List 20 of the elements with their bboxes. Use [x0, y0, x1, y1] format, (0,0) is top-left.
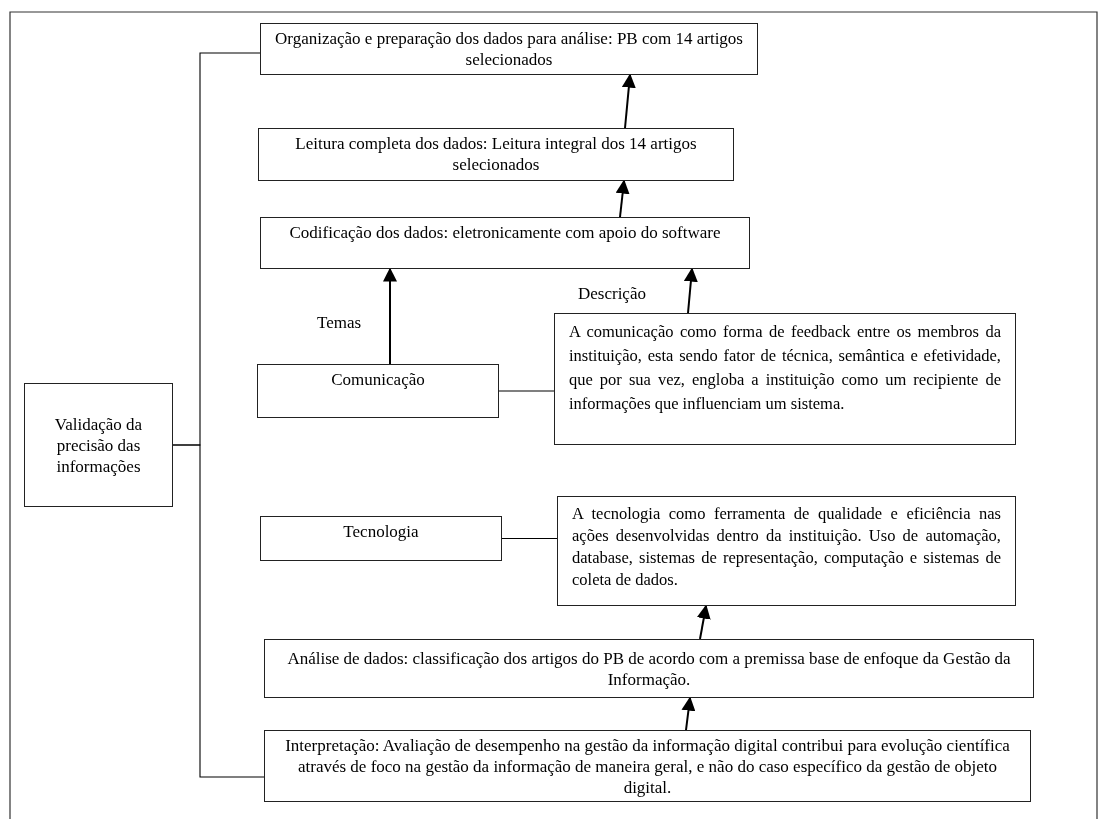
arrow: [615, 179, 630, 218]
edge-label: Descrição: [576, 284, 648, 304]
process-box: Organização e preparação dos dados para análise: PB com 14 artigos selecionados: [260, 23, 758, 75]
process-box: Codificação dos dados: eletronicamente com apoio do software: [260, 217, 750, 269]
process-box: Tecnologia: [260, 516, 502, 561]
arrow: [683, 267, 698, 314]
process-box: A comunicação como forma de feedback entre os membros da instituição, esta sendo fator de técnica, semântica e efetividade, que por sua vez, engloba a instituição como um recipiente de informações que influenciam um sistema.: [554, 313, 1016, 445]
process-box: Interpretação: Avaliação de desempenho na gestão da informação digital contribui para evolução científica através de foco na gestão da informação de maneira geral, e não do caso específico da gestão de objeto digital.: [264, 730, 1031, 802]
connector-line: [172, 444, 265, 778]
connector-line: [498, 390, 555, 392]
process-box: Análise de dados: classificação dos artigos do PB de acordo com a premissa base de enfoque da Gestão da Informação.: [264, 639, 1034, 698]
arrow: [621, 73, 636, 129]
process-box: Comunicação: [257, 364, 499, 418]
process-box: Leitura completa dos dados: Leitura integral dos 14 artigos selecionados: [258, 128, 734, 181]
connector-line: [501, 537, 558, 540]
arrow: [681, 696, 696, 731]
arrow: [383, 267, 397, 365]
arrow: [696, 604, 711, 640]
process-box: A tecnologia como ferramenta de qualidade e eficiência nas ações desenvolvidas dentro da instituição. Uso de automação, database, sistemas de representação, computação e sistemas de coleta de dados.: [557, 496, 1016, 606]
process-box: Validação da precisão das informações: [24, 383, 173, 507]
